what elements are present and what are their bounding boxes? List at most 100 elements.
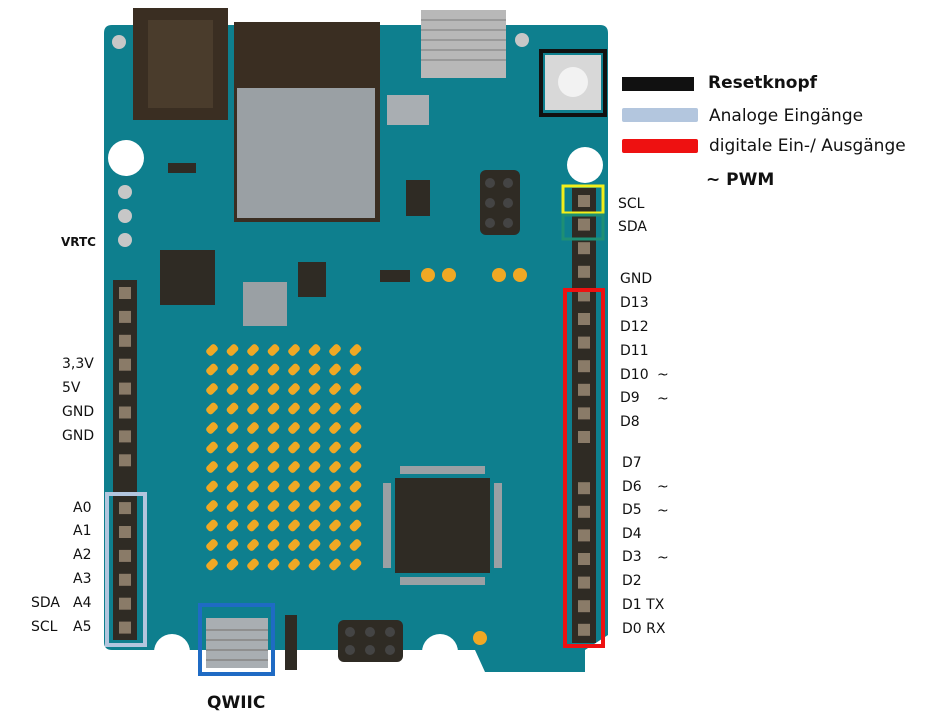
header-pin bbox=[578, 195, 590, 207]
matrix-led bbox=[288, 519, 300, 532]
matrix-led bbox=[267, 500, 280, 512]
legend-digital-label: digitale Ein-/ Ausgänge bbox=[709, 136, 906, 156]
header-pin bbox=[578, 553, 590, 565]
header-pin bbox=[119, 526, 131, 538]
matrix-led bbox=[226, 402, 239, 415]
matrix-led bbox=[206, 402, 218, 415]
matrix-led bbox=[267, 422, 280, 434]
matrix-led bbox=[267, 519, 280, 532]
header-pin bbox=[119, 454, 131, 467]
matrix-led bbox=[267, 344, 280, 356]
label-d0: D0 RX bbox=[622, 621, 666, 637]
header-pin bbox=[578, 505, 590, 518]
header-pin bbox=[578, 431, 590, 443]
label-d4: D4 bbox=[622, 526, 642, 542]
matrix-led bbox=[206, 363, 218, 376]
matrix-led bbox=[226, 383, 239, 395]
matrix-led bbox=[206, 344, 218, 356]
matrix-led bbox=[288, 500, 300, 512]
header-pin bbox=[578, 482, 590, 495]
matrix-led bbox=[349, 558, 362, 571]
legend-digital-swatch bbox=[622, 139, 698, 153]
matrix-led bbox=[288, 344, 300, 356]
matrix-led bbox=[267, 363, 280, 376]
header-pin bbox=[578, 623, 590, 636]
legend-reset-swatch bbox=[622, 77, 694, 91]
matrix-led bbox=[206, 422, 218, 434]
sda-highlight bbox=[561, 213, 605, 241]
matrix-led bbox=[329, 363, 341, 376]
label-a5: A5 bbox=[73, 619, 92, 635]
matrix-led bbox=[206, 480, 218, 493]
label-a1: A1 bbox=[73, 523, 92, 539]
legend-analog-swatch bbox=[622, 108, 698, 122]
header-pin bbox=[578, 529, 590, 542]
label-qwiic: QWIIC bbox=[207, 693, 266, 713]
matrix-led bbox=[329, 519, 341, 532]
reset-highlight bbox=[539, 49, 607, 117]
matrix-led bbox=[308, 461, 321, 473]
matrix-led bbox=[226, 539, 239, 551]
digital-highlight bbox=[563, 288, 605, 648]
matrix-led bbox=[247, 500, 259, 512]
matrix-led bbox=[349, 402, 362, 415]
led-matrix bbox=[206, 344, 362, 571]
matrix-led bbox=[226, 480, 239, 493]
matrix-led bbox=[349, 383, 362, 395]
matrix-led bbox=[349, 363, 362, 376]
usb-connector bbox=[421, 10, 506, 78]
header-pin bbox=[119, 573, 131, 586]
mount-hole bbox=[422, 634, 458, 670]
matrix-led bbox=[247, 480, 259, 493]
matrix-led bbox=[206, 383, 218, 395]
label-d3: D3 bbox=[622, 549, 642, 565]
label-d2: D2 bbox=[622, 573, 642, 589]
matrix-led bbox=[247, 539, 259, 551]
matrix-led bbox=[226, 500, 239, 512]
mount-hole bbox=[108, 140, 144, 176]
header-pin bbox=[578, 313, 590, 325]
matrix-led bbox=[247, 519, 259, 532]
pwm-mark-d9: ~ bbox=[657, 391, 669, 407]
matrix-led bbox=[288, 461, 300, 473]
matrix-led bbox=[226, 461, 239, 473]
header-pin bbox=[578, 242, 590, 255]
label-a2: A2 bbox=[73, 547, 92, 563]
label-gnd-2: GND bbox=[62, 428, 95, 444]
matrix-led bbox=[247, 558, 259, 571]
label-d6: D6 bbox=[622, 479, 642, 495]
label-vrtc: VRTC bbox=[61, 235, 96, 249]
header-pin bbox=[578, 218, 590, 231]
header-pin bbox=[119, 621, 131, 634]
matrix-led bbox=[288, 402, 300, 415]
label-d12: D12 bbox=[620, 319, 649, 335]
matrix-led bbox=[288, 422, 300, 434]
legend-reset-label: Resetknopf bbox=[708, 73, 818, 93]
matrix-led bbox=[349, 344, 362, 356]
matrix-led bbox=[308, 441, 321, 454]
matrix-led bbox=[308, 383, 321, 395]
label-gnd-1: GND bbox=[62, 404, 95, 420]
matrix-led bbox=[329, 558, 341, 571]
matrix-led bbox=[308, 519, 321, 532]
label-sda-right: SDA bbox=[618, 219, 647, 235]
matrix-led bbox=[288, 539, 300, 551]
label-d13: D13 bbox=[620, 295, 649, 311]
matrix-led bbox=[206, 558, 218, 571]
matrix-led bbox=[329, 441, 341, 454]
matrix-led bbox=[349, 539, 362, 551]
matrix-led bbox=[288, 558, 300, 571]
matrix-led bbox=[329, 500, 341, 512]
matrix-led bbox=[329, 383, 341, 395]
header-pin bbox=[578, 600, 590, 613]
matrix-led bbox=[349, 441, 362, 454]
matrix-led bbox=[267, 441, 280, 454]
matrix-led bbox=[308, 480, 321, 493]
matrix-led bbox=[308, 422, 321, 434]
matrix-led bbox=[226, 441, 239, 454]
mount-hole bbox=[567, 147, 603, 183]
header-pin bbox=[119, 382, 131, 395]
header-pin bbox=[578, 576, 590, 589]
header-pin bbox=[119, 310, 131, 323]
label-a0: A0 bbox=[73, 500, 92, 516]
